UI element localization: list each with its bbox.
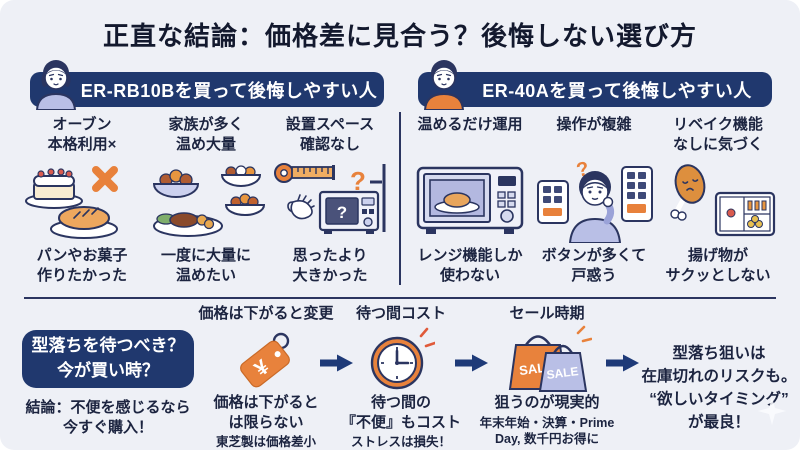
- step-waiting-cost: 待つ間コスト 待つ間の 『不便』もコスト ストレスは損失！: [337, 302, 465, 450]
- step-subcaption: 年末年始・決算・Prime Day, 数千円お得に: [479, 415, 615, 446]
- item-caption: 思ったより 大きかった: [292, 247, 368, 284]
- svg-text:?: ?: [350, 166, 366, 196]
- sparkle-icon: [757, 396, 787, 431]
- item-caption: パンやお菓子 作りたかった: [36, 247, 128, 284]
- worried-woman-avatar-icon: [33, 58, 79, 111]
- step-caption: 待つ間の 『不便』もコスト: [340, 394, 461, 431]
- step-sale-season: セール時期 SALE SALE 狙うのが現実的 年末年始・決算・Prime Da…: [477, 302, 617, 447]
- flow-arrow-icon: [606, 353, 640, 373]
- worried-man-avatar-icon: [421, 58, 467, 111]
- conclusion-text: 結論：不便を感じるなら 今すぐ購入！: [25, 399, 191, 437]
- sale-bags-icon: SALE SALE: [477, 325, 617, 393]
- panel-er-rb10b: ER-RB10Bを買って後悔しやすい人 オーブン 本格利用×: [20, 60, 392, 285]
- panel-header-label: ER-RB10Bを買って後悔しやすい人: [80, 80, 378, 101]
- item-no-rebake: リベイク機能 なしに気づく: [656, 113, 780, 285]
- item-caption: 揚げ物が サクッとしない: [665, 247, 771, 284]
- panel-header-er-40a: ER-40Aを買って後悔しやすい人: [418, 60, 772, 111]
- step-header: 待つ間コスト: [355, 305, 446, 322]
- final-note: 型落ち狙いは 在庫切れのリスクも。 “欲しいタイミング” が最良！: [641, 345, 797, 431]
- step-subcaption: ストレスは損失！: [350, 435, 451, 449]
- item-label: 設置スペース 確認なし: [285, 116, 375, 153]
- section-divider: [24, 297, 776, 299]
- item-heat-only: 温めるだけ運用: [408, 113, 532, 285]
- price-tag-icon: ¥: [198, 325, 334, 393]
- column-divider: [399, 112, 401, 285]
- item-label: リベイク機能 なしに気づく: [672, 116, 763, 153]
- item-big-family: 家族が多く 温め大量: [144, 113, 268, 285]
- item-space-check: 設置スペース 確認なし ?: [268, 113, 392, 285]
- fried-chicken-bento-icon: [656, 159, 780, 243]
- microwave-with-plate-icon: [408, 159, 532, 243]
- item-oven-use: オーブン 本格利用×: [20, 113, 144, 285]
- item-caption: 一度に大量に 温めたい: [160, 247, 251, 284]
- clock-icon: [337, 325, 465, 393]
- cake-and-bread-x-icon: [20, 159, 144, 243]
- panel-header-label: ER-40Aを買って後悔しやすい人: [482, 80, 752, 101]
- panel-er-40a: ER-40Aを買って後悔しやすい人 温めるだけ運用: [408, 60, 780, 285]
- step-subcaption: 東芝製は価格差小: [215, 435, 316, 449]
- confused-person-buttons-icon: ?: [532, 159, 656, 243]
- step-header: 価格は下がると変更: [198, 305, 334, 322]
- step-caption: 狙うのが現実的: [494, 394, 600, 411]
- flow-arrow-icon: [320, 353, 354, 373]
- panel-header-er-rb10b: ER-RB10Bを買って後悔しやすい人: [30, 60, 384, 111]
- many-dishes-icon: [144, 159, 268, 243]
- step-price-change: 価格は下がると変更 ¥ 価格は下がると は限らない 東芝製は価格差小: [198, 302, 334, 450]
- question-badge: 型落ちを待つべき？ 今が買い時？: [22, 330, 194, 388]
- item-label: 操作が複雑: [556, 116, 632, 133]
- step-caption: 価格は下がると は限らない: [213, 394, 319, 431]
- measuring-tape-microwave-icon: ? ?: [268, 159, 392, 243]
- regret-items-right: 温めるだけ運用: [408, 113, 780, 285]
- svg-text:SALE: SALE: [546, 364, 579, 382]
- item-label: オーブン 本格利用×: [47, 116, 117, 153]
- item-label: 温めるだけ運用: [417, 116, 523, 133]
- svg-text:?: ?: [337, 203, 347, 222]
- flow-arrow-icon: [455, 353, 489, 373]
- item-complex-controls: 操作が複雑: [532, 113, 656, 285]
- item-label: 家族が多く 温め大量: [168, 116, 244, 153]
- step-header: セール時期: [509, 305, 585, 322]
- item-caption: レンジ機能しか 使わない: [417, 247, 523, 284]
- regret-items-left: オーブン 本格利用×: [20, 113, 392, 285]
- item-caption: ボタンが多くて 戸惑う: [541, 247, 647, 284]
- page-title: 正直な結論：価格差に見合う？後悔しない選び方: [102, 21, 697, 51]
